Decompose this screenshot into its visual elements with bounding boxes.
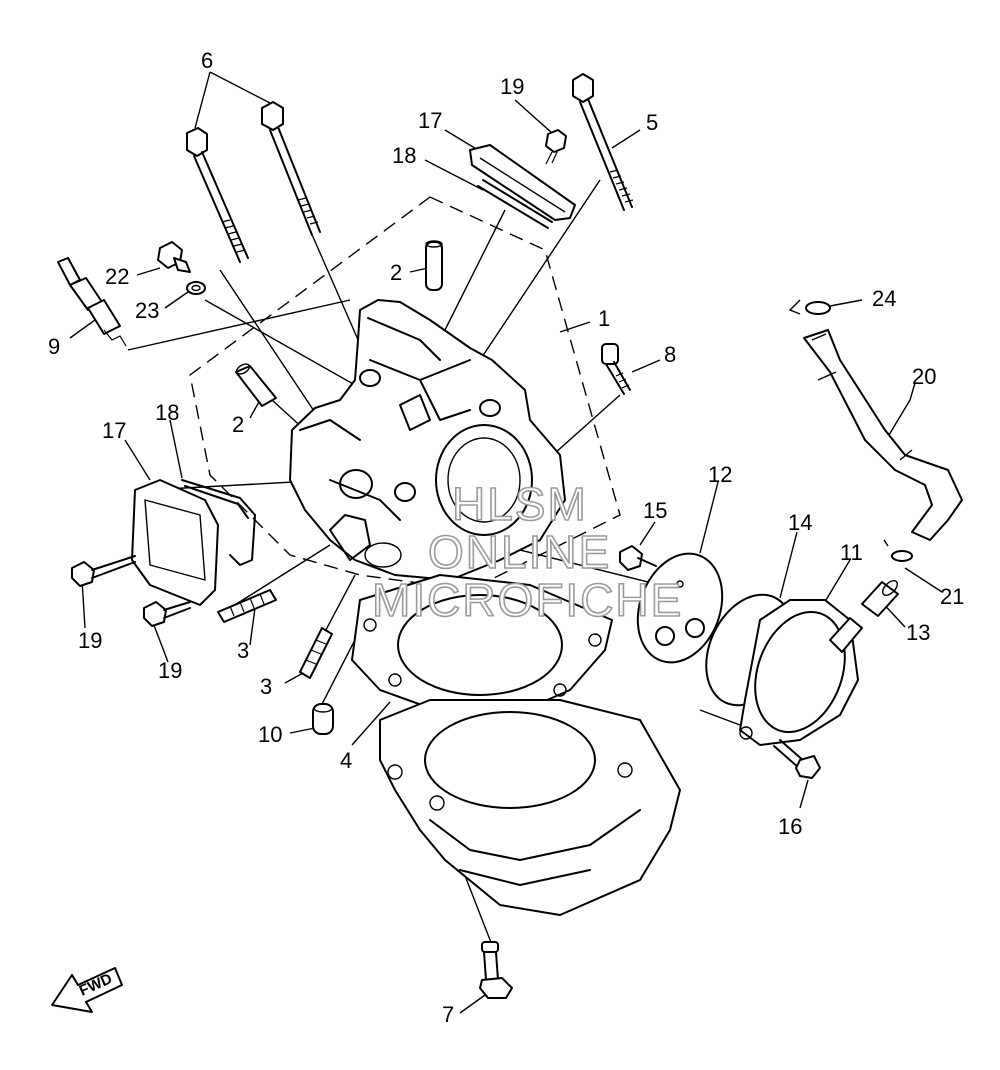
callout-20: 20 [912, 364, 936, 389]
callout-10: 10 [258, 722, 282, 747]
plate-12 [636, 552, 724, 664]
watermark-line1: HLSM [452, 478, 588, 530]
callout-22: 22 [105, 264, 129, 289]
callout-21: 21 [940, 584, 964, 609]
cover-11 [739, 599, 863, 746]
callout-19-left-lower: 19 [158, 658, 182, 683]
callout-17-top: 17 [418, 108, 442, 133]
stud-3-upper [217, 589, 277, 623]
callout-8: 8 [664, 342, 676, 367]
dowel-10 [312, 703, 334, 735]
callout-13: 13 [906, 620, 930, 645]
callout-14: 14 [788, 510, 812, 535]
callout-3-lower: 3 [260, 674, 272, 699]
watermark-line3: MICROFICHE [372, 574, 683, 626]
callout-19-left-upper: 19 [78, 628, 102, 653]
stud-3-lower [299, 627, 333, 679]
dowel-pin-2-upper [425, 240, 443, 291]
stud-bolt-long-right [261, 101, 321, 236]
stud-bolt-long-left [186, 127, 249, 263]
callout-18-left: 18 [155, 400, 179, 425]
callout-17-left: 17 [102, 418, 126, 443]
callout-3-upper: 3 [237, 638, 249, 663]
bolt-19-top [545, 129, 567, 165]
watermark: HLSM ONLINE MICROFICHE [371, 477, 683, 627]
clamp-21 [883, 539, 913, 562]
stud-bolt-5 [572, 73, 634, 211]
cylinder-head-1 [289, 299, 566, 581]
callout-2-lower: 2 [232, 412, 244, 437]
clamp-24 [788, 299, 831, 315]
fitting-13 [861, 580, 899, 617]
callout-19-top: 19 [500, 74, 524, 99]
callout-11: 11 [840, 540, 863, 565]
callout-1: 1 [598, 306, 610, 331]
cylinder [379, 699, 681, 916]
callout-labels: 6 19 5 17 18 2 22 23 1 24 9 8 20 2 18 17… [48, 48, 964, 1027]
callout-5: 5 [646, 110, 658, 135]
bolt-15 [619, 545, 657, 571]
bolt-16 [773, 739, 821, 779]
washer-23 [186, 281, 206, 295]
cover-17-left [131, 479, 219, 606]
callout-7: 7 [442, 1002, 454, 1027]
bolt-7 [479, 941, 513, 999]
gasket-18-top [477, 179, 553, 229]
bolt-22 [157, 241, 191, 273]
gasket-18-left [181, 479, 256, 566]
hose-20 [803, 329, 963, 541]
callout-2-upper: 2 [390, 260, 402, 285]
callout-23: 23 [135, 298, 159, 323]
callout-12: 12 [708, 462, 732, 487]
callout-16: 16 [778, 814, 802, 839]
callout-6: 6 [201, 48, 213, 73]
socket-bolt-8 [601, 343, 631, 395]
cover-17-top [469, 144, 576, 221]
callout-15: 15 [643, 498, 667, 523]
watermark-line2: ONLINE [428, 526, 611, 578]
callout-4: 4 [340, 748, 352, 773]
bolt-19-left-lower [143, 601, 191, 627]
bolt-19-left-upper [71, 555, 136, 587]
callout-9: 9 [48, 334, 60, 359]
fwd-arrow-icon: FWD [51, 967, 123, 1013]
callout-24: 24 [872, 286, 896, 311]
callout-18-top: 18 [392, 143, 416, 168]
assembly-outline [189, 196, 621, 591]
dowel-pin-2-lower [235, 363, 277, 407]
spark-plug-9 [57, 257, 127, 347]
